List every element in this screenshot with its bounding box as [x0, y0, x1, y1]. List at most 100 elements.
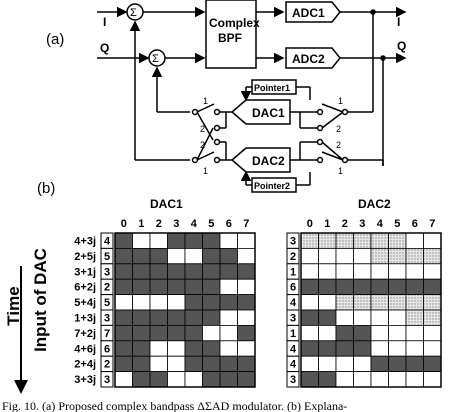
dac1-cell	[184, 340, 203, 357]
sum-symbol-i: Σ	[130, 7, 137, 19]
dac1-cell	[114, 247, 133, 265]
dac1-col-5: 5	[208, 218, 214, 230]
dac2-cell	[388, 263, 407, 280]
dac-selection-grids: 4+3j2+5j3+1j6+2j5+4j1+3j7+2j4+6j2+4j3+3j…	[74, 218, 442, 388]
dac2-count-6: 1	[290, 328, 296, 340]
dac2-cell	[405, 309, 424, 326]
dac2-cell	[405, 247, 424, 265]
input-value-1: 2+5j	[74, 251, 96, 263]
dac2-count-cell	[286, 371, 300, 388]
dac2-count-3: 6	[290, 282, 296, 294]
dac1-cell	[114, 309, 133, 326]
input-value-0: 4+3j	[74, 236, 96, 248]
dac2-cell	[405, 232, 424, 249]
dac1-count-cell	[100, 371, 114, 388]
dac1-cell	[167, 340, 186, 357]
dac1-cell	[219, 247, 238, 265]
input-value-4: 5+4j	[74, 297, 96, 309]
dac2-cell	[370, 371, 389, 388]
pointer2-label: Pointer2	[254, 181, 290, 191]
dac2-cell	[388, 324, 407, 342]
dac2-cell	[318, 278, 337, 296]
dac2-cell	[318, 232, 337, 249]
dac1-cell	[167, 324, 186, 342]
dac1-border	[114, 232, 256, 388]
dac2-cell	[353, 309, 372, 326]
dac1-cell	[184, 247, 203, 265]
dac1-cell	[132, 340, 151, 357]
dac1-cell	[167, 371, 186, 388]
dac1-count-9: 3	[104, 374, 110, 386]
input-q-label: Q	[100, 41, 109, 55]
dac1-cell	[184, 294, 203, 311]
dac2-col-3: 3	[359, 218, 365, 230]
dac1-cell	[167, 263, 186, 280]
dac2-col-5: 5	[394, 218, 400, 230]
dac2-cell	[388, 247, 407, 265]
dac2-cell	[423, 294, 442, 311]
dac2-cell	[300, 309, 319, 326]
dac1-cell	[202, 371, 221, 388]
dac1-cell	[184, 278, 203, 296]
dac1-cell	[237, 340, 256, 357]
dac1-cell	[149, 247, 168, 265]
dac2-cell	[318, 309, 337, 326]
dac1-cell	[184, 355, 203, 373]
dac2-cell	[318, 355, 337, 373]
dac2-cell	[423, 263, 442, 280]
dac2-cell	[335, 309, 354, 326]
dac1-cell	[114, 355, 133, 373]
dac2-label: DAC2	[252, 154, 285, 168]
label-a: (a)	[46, 31, 64, 48]
dac1-cell	[202, 278, 221, 296]
dac2-cell	[318, 263, 337, 280]
dac1-cell	[132, 232, 151, 249]
sw-label-2: 2	[200, 124, 205, 134]
dac1-cell	[149, 340, 168, 357]
dac1-cell	[237, 324, 256, 342]
dac1-cell	[202, 232, 221, 249]
dac1-cell	[114, 340, 133, 357]
dac1-cell	[132, 371, 151, 388]
dac1-cell	[202, 324, 221, 342]
dac1-cell	[184, 232, 203, 249]
dac1-count-8: 2	[104, 359, 110, 371]
dac2-cell	[300, 232, 319, 249]
dac1-col-0: 0	[121, 218, 127, 230]
dac1-cell	[114, 294, 133, 311]
dac2-count-0: 3	[290, 236, 296, 248]
dac2-cell	[300, 355, 319, 373]
dac1-col-3: 3	[173, 218, 179, 230]
output-q-label: Q	[397, 39, 406, 53]
dac2-count-2: 1	[290, 266, 296, 278]
dac2-cell	[300, 278, 319, 296]
dac1-cell	[149, 371, 168, 388]
dac1-count-3: 2	[104, 282, 110, 294]
input-value-8: 2+4j	[74, 359, 96, 371]
input-value-9: 3+3j	[74, 374, 96, 386]
dac2-cell	[370, 247, 389, 265]
dac2-cell	[405, 263, 424, 280]
dac2-cell	[405, 371, 424, 388]
dac1-cell	[132, 309, 151, 326]
dac2-cell	[423, 309, 442, 326]
caption: Fig. 10. (a) Proposed complex bandpass Δ…	[2, 399, 347, 412]
sw-label-4: 1	[203, 166, 208, 176]
dac2-cell	[423, 340, 442, 357]
dac1-cell	[219, 309, 238, 326]
dac1-cell	[237, 371, 256, 388]
dac1-count-2: 3	[104, 266, 110, 278]
dac2-cell	[405, 324, 424, 342]
dac2-count-4: 4	[290, 297, 297, 309]
dac1-cell	[167, 232, 186, 249]
dac1-count-0: 4	[104, 236, 111, 248]
dac2-cell	[370, 309, 389, 326]
dac1-cell	[237, 232, 256, 249]
dac2-col-4: 4	[377, 218, 384, 230]
bpf-line1: Complex	[209, 16, 260, 30]
dac1-cell	[202, 355, 221, 373]
dac2-cell	[370, 232, 389, 249]
dac1-cell	[167, 309, 186, 326]
dac2-cell	[335, 278, 354, 296]
dac1-cell	[237, 278, 256, 296]
